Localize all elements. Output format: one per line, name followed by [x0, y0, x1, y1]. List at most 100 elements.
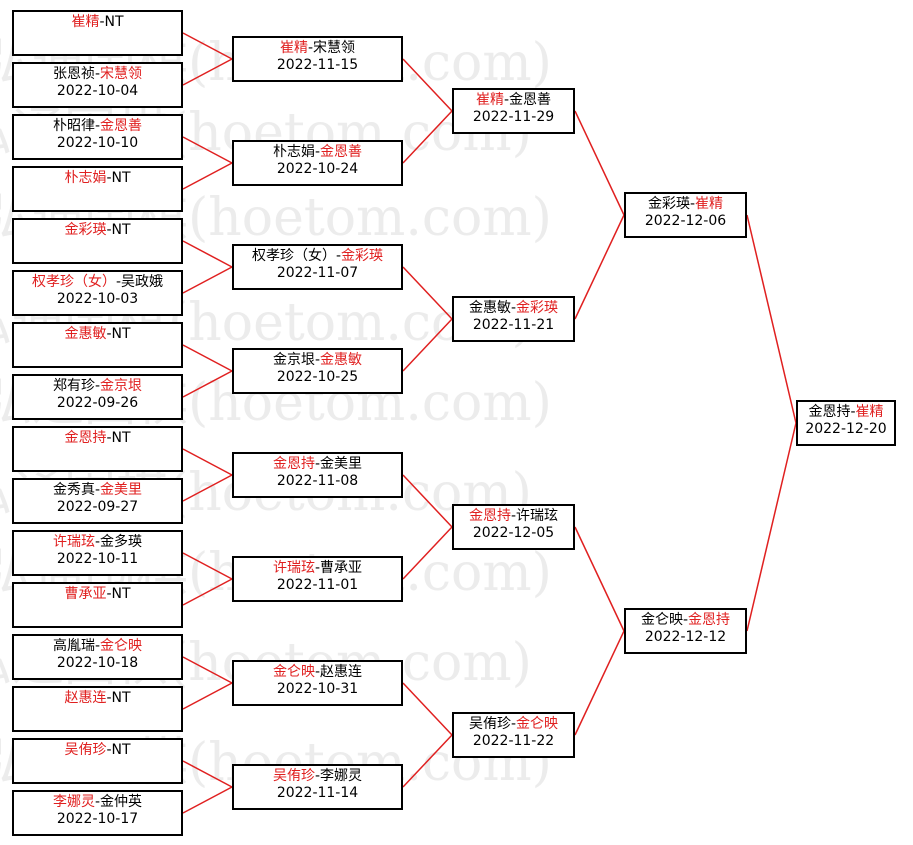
player-name: 金京垠 — [100, 378, 143, 394]
match-players: 金仑映-赵惠连 — [234, 664, 401, 681]
player-name: 金彩瑛 — [516, 300, 559, 316]
match-players: 金仑映-金恩持 — [626, 612, 745, 629]
separator: - — [314, 560, 321, 576]
player-name: 权孝珍（女） — [31, 274, 116, 290]
bracket-connector — [182, 578, 233, 606]
match-players: 许瑞玹-曹承亚 — [234, 560, 401, 577]
separator: - — [106, 222, 112, 238]
player-name: 许瑞玹 — [272, 560, 315, 576]
match-date: 2022-10-10 — [56, 135, 139, 151]
separator: - — [94, 66, 101, 82]
match-date: 2022-11-14 — [276, 785, 359, 801]
player-name: 崔精 — [279, 40, 308, 56]
match-players: 高胤瑞-金仑映 — [14, 638, 181, 655]
match-date: 2022-12-12 — [644, 629, 727, 645]
player-name: NT — [111, 222, 131, 238]
match-players: 金恩持-NT — [14, 430, 181, 447]
match-players: 曹承亚-NT — [14, 586, 181, 603]
player-name: 朴志娟 — [64, 170, 107, 186]
bracket-connector — [182, 656, 233, 684]
player-name: 金仲英 — [100, 794, 143, 810]
separator: - — [510, 508, 517, 524]
match-date: 2022-12-05 — [472, 525, 555, 541]
bracket-connector — [182, 32, 233, 60]
player-name: 崔精 — [71, 14, 100, 30]
player-name: 金恩善 — [509, 92, 552, 108]
match-players: 金恩持-金美里 — [234, 456, 401, 473]
player-name: 崔精 — [695, 196, 724, 212]
bracket-connector — [402, 474, 453, 528]
player-name: 许瑞玹 — [516, 508, 559, 524]
match-players: 赵惠连-NT — [14, 690, 181, 707]
bracket-connector — [574, 630, 625, 736]
match-players: 金惠敏-NT — [14, 326, 181, 343]
player-name: 赵惠连 — [320, 664, 363, 680]
separator: - — [510, 300, 517, 316]
bracket-connector — [746, 422, 797, 632]
player-name: 金恩持 — [468, 508, 511, 524]
match-players: 崔精-金恩善 — [454, 92, 573, 109]
separator: - — [307, 40, 314, 56]
player-name: 金恩持 — [808, 404, 851, 420]
player-name: 崔精 — [475, 92, 504, 108]
bracket-connector — [182, 682, 233, 710]
match-box: 金惠敏-NT — [12, 322, 183, 368]
player-name: 金彩瑛 — [647, 196, 690, 212]
separator: - — [314, 664, 321, 680]
separator: - — [106, 170, 112, 186]
player-name: 曹承亚 — [320, 560, 363, 576]
separator: - — [314, 768, 321, 784]
bracket-connector — [182, 448, 233, 476]
separator: - — [94, 638, 101, 654]
player-name: 曹承亚 — [64, 586, 107, 602]
bracket-connector — [402, 58, 453, 112]
match-date: 2022-10-18 — [56, 655, 139, 671]
match-players: 朴志娟-NT — [14, 170, 181, 187]
player-name: 金美里 — [320, 456, 363, 472]
bracket-connector — [182, 344, 233, 372]
separator: - — [682, 612, 689, 628]
match-players: 金惠敏-金彩瑛 — [454, 300, 573, 317]
separator: - — [106, 430, 112, 446]
match-box: 吴侑珍-NT — [12, 738, 183, 784]
player-name: 赵惠连 — [64, 690, 107, 706]
match-box: 崔精-NT — [12, 10, 183, 56]
player-name: 李娜灵 — [52, 794, 95, 810]
player-name: 高胤瑞 — [52, 638, 95, 654]
player-name: NT — [111, 586, 131, 602]
player-name: 郑有珍 — [52, 378, 95, 394]
player-name: 李娜灵 — [320, 768, 363, 784]
separator: - — [510, 716, 517, 732]
match-players: 金彩瑛-崔精 — [626, 196, 745, 213]
bracket-connector — [182, 786, 233, 814]
match-players: 崔精-NT — [14, 14, 181, 31]
bracket-connector — [182, 370, 233, 398]
separator: - — [94, 794, 101, 810]
bracket-connector — [402, 110, 453, 164]
separator: - — [106, 742, 112, 758]
separator: - — [689, 196, 696, 212]
match-date: 2022-10-17 — [56, 811, 139, 827]
match-date: 2022-11-08 — [276, 473, 359, 489]
match-date: 2022-10-03 — [56, 291, 139, 307]
bracket-connector — [402, 318, 453, 372]
bracket-connector — [182, 266, 233, 294]
match-players: 权孝珍（女）-吴政娥 — [14, 274, 181, 291]
match-date: 2022-11-15 — [276, 57, 359, 73]
match-players: 金恩持-许瑞玹 — [454, 508, 573, 525]
match-players: 金秀真-金美里 — [14, 482, 181, 499]
player-name: 金仑映 — [100, 638, 143, 654]
match-players: 郑有珍-金京垠 — [14, 378, 181, 395]
